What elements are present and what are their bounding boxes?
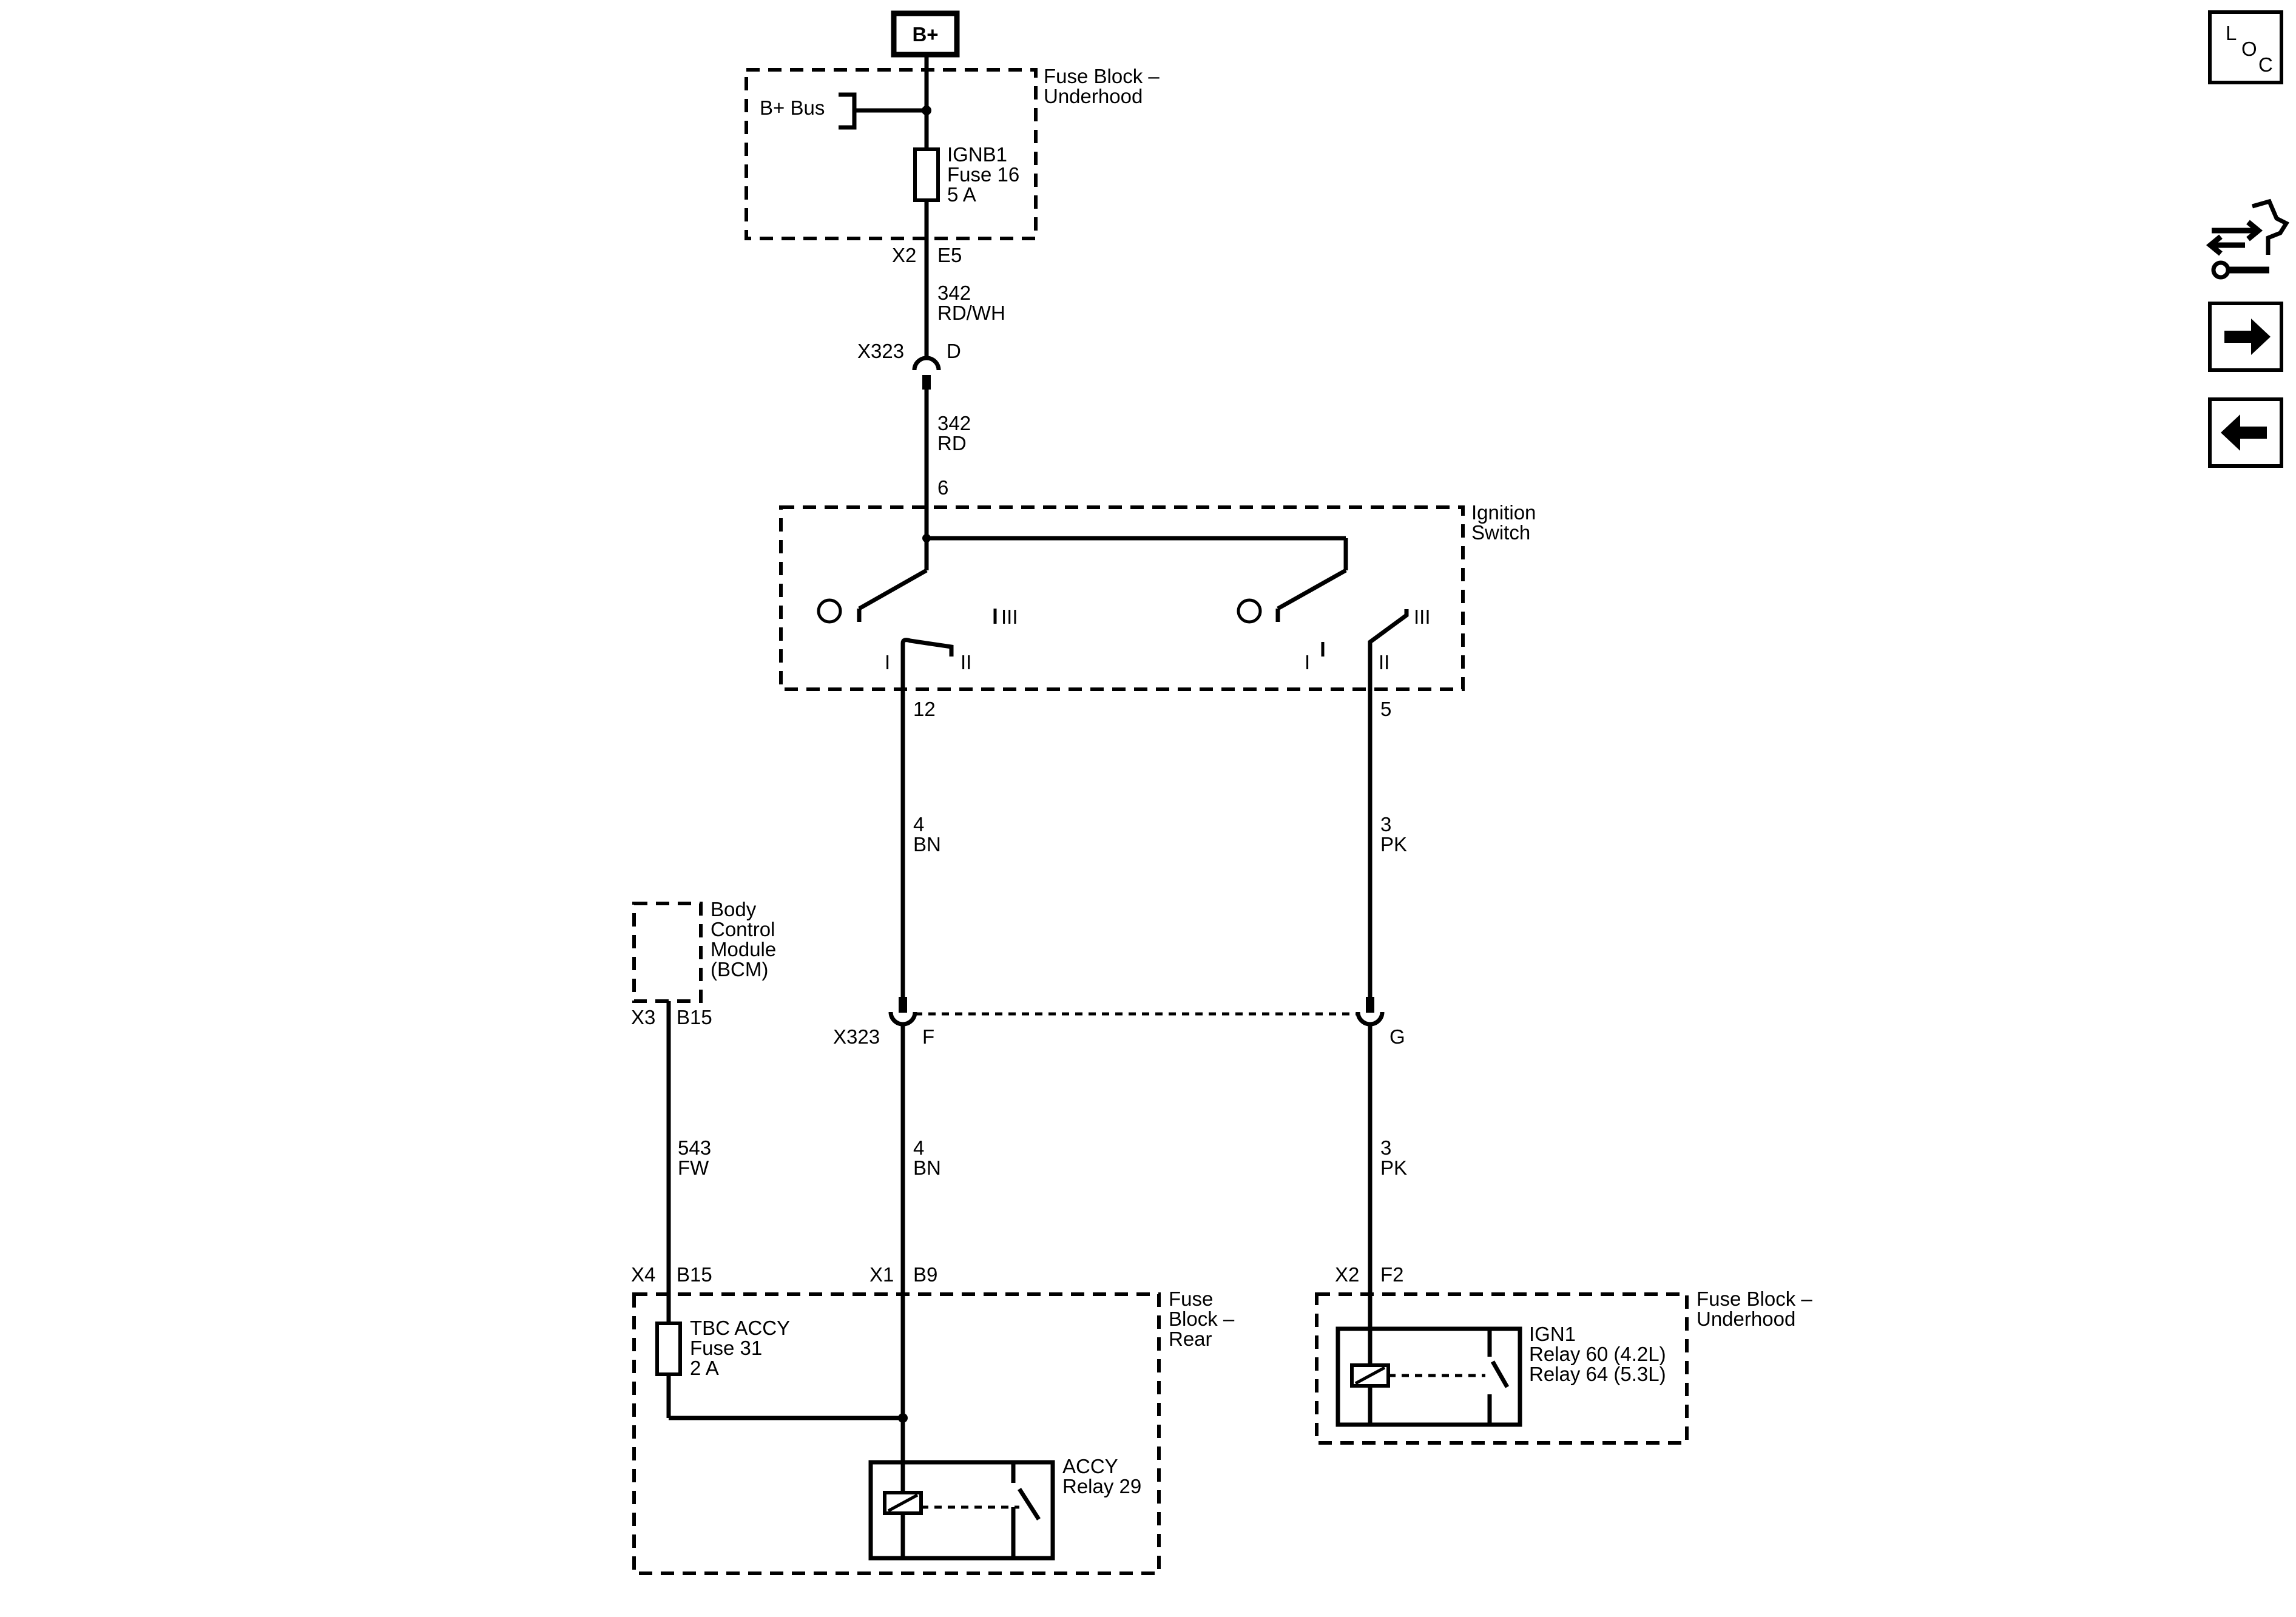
ignition-switch: Ignition Switch III I II I III II	[779, 501, 1536, 691]
wire-4-bn-lower-color: BN	[913, 1156, 941, 1179]
wire-342-rd-color: RD	[937, 432, 967, 454]
body-control-module: Body Control Module (BCM) X3 B15	[631, 898, 776, 1028]
ign1-relay: IGN1 Relay 60 (4.2L) Relay 64 (5.3L)	[1335, 1323, 1666, 1427]
ign1-relay-contact	[1490, 1360, 1510, 1388]
fuse-block-underhood-bottom-connector-x2: X2	[1335, 1263, 1359, 1286]
wire-3-pk-upper-circuit: 3	[1380, 813, 1391, 836]
fuse-block-rear-title-2: Block –	[1169, 1308, 1235, 1330]
bcm-label-4: (BCM)	[711, 958, 768, 981]
wire-342-rdwh-color: RD/WH	[937, 302, 1005, 324]
wire-342-rdwh-circuit: 342	[937, 282, 971, 304]
fuse-block-rear-title-1: Fuse	[1169, 1288, 1213, 1310]
battery-positive-source: B+	[891, 10, 960, 58]
left-pos-III: III	[1001, 606, 1018, 628]
accy-relay-label-2: Relay 29	[1062, 1475, 1141, 1497]
right-off-contact	[1237, 598, 1262, 624]
bcm-label-2: Control	[711, 918, 775, 940]
fuse-31-symbol	[655, 1322, 682, 1376]
left-switch-blade	[858, 568, 928, 611]
fuse-block-rear-connector-x1: X1	[869, 1263, 894, 1286]
left-pos-I: I	[885, 651, 890, 673]
fuse-block-rear-title-3: Rear	[1169, 1328, 1212, 1350]
inline-connector-x323-bottom: X323 F G	[833, 997, 1405, 1048]
fuse-16-number: Fuse 16	[947, 163, 1019, 186]
splice-dot-bus	[922, 106, 931, 115]
bcm-connector-x3: X3	[631, 1006, 655, 1028]
bplus-bus-bracket	[839, 92, 857, 130]
connector-x2-label: X2	[892, 244, 916, 266]
fuse-block-rear-pin-b15: B15	[677, 1263, 712, 1286]
fuse-16-symbol	[913, 147, 940, 202]
fuse-block-rear-pin-b9: B9	[913, 1263, 937, 1286]
ign1-relay-label-3: Relay 64 (5.3L)	[1529, 1363, 1666, 1385]
bcm-pin-b15: B15	[677, 1006, 712, 1028]
inline-connector-x323-top: X323 D	[857, 340, 961, 390]
left-acc-contact	[900, 638, 954, 661]
fuse-16-rating: 5 A	[947, 183, 976, 206]
arrow-left-icon	[2221, 414, 2267, 451]
ignition-switch-title-1: Ignition	[1471, 501, 1536, 524]
ign1-relay-label-1: IGN1	[1529, 1323, 1576, 1345]
right-switch-blade	[1277, 568, 1347, 611]
wire-3-pk-upper-color: PK	[1380, 833, 1407, 856]
fuse-block-underhood-bottom-title-2: Underhood	[1697, 1308, 1795, 1330]
wire-543-fw-circuit: 543	[678, 1136, 711, 1159]
battery-positive-label: B+	[912, 23, 938, 46]
connector-e5-label: E5	[937, 244, 962, 266]
ignition-out-pin-12: 12	[913, 698, 936, 720]
component-repair-icon[interactable]	[2206, 198, 2290, 280]
accy-relay-label-1: ACCY	[1062, 1455, 1118, 1477]
ignition-input-pin: 6	[937, 476, 948, 499]
x323-bottom-connector-label: X323	[833, 1025, 880, 1048]
left-pos-II: II	[961, 651, 971, 673]
right-pos-II: II	[1379, 651, 1389, 673]
accy-relay-contact	[1018, 1488, 1041, 1521]
splice-dot-rear	[898, 1413, 908, 1423]
accy-relay-29: ACCY Relay 29	[868, 1455, 1141, 1561]
fuse-16-name: IGNB1	[947, 143, 1007, 166]
fuse-block-underhood-bottom-pin-f2: F2	[1380, 1263, 1404, 1286]
loc-letter-l: L	[2226, 22, 2237, 44]
wire-4-bn-lower-circuit: 4	[913, 1136, 924, 1159]
fuse-block-underhood-bottom-title-1: Fuse Block –	[1697, 1288, 1812, 1310]
location-button[interactable]: L O C	[2208, 10, 2283, 84]
arrow-right-icon	[2224, 319, 2271, 355]
wire-4-bn-upper-circuit: 4	[913, 813, 924, 836]
right-pos-III: III	[1414, 606, 1431, 628]
fuse-31-name: TBC ACCY	[690, 1317, 790, 1339]
wire-342-rd-circuit: 342	[937, 412, 971, 434]
fuse-block-underhood-top-title-1: Fuse Block –	[1044, 65, 1160, 87]
right-pos-I: I	[1305, 651, 1310, 673]
wire-3-pk-lower-color: PK	[1380, 1156, 1407, 1179]
left-off-contact	[817, 598, 842, 624]
fuse-block-underhood-bottom: Fuse Block – Underhood X2 F2 IGN1 Relay …	[1315, 1263, 1812, 1445]
x323-top-pin-label: D	[947, 340, 961, 362]
bcm-label-3: Module	[711, 938, 776, 960]
next-page-button[interactable]	[2208, 302, 2283, 372]
previous-page-button[interactable]	[2208, 397, 2283, 468]
fuse-block-underhood-top: Fuse Block – Underhood B+ Bus IGNB1 Fuse…	[745, 65, 1160, 266]
right-run-contact	[1368, 609, 1409, 673]
x323-bottom-pin-f: F	[922, 1025, 934, 1048]
bcm-label-1: Body	[711, 898, 757, 920]
fuse-31-rating: 2 A	[690, 1357, 719, 1379]
fuse-block-rear-connector-x4: X4	[631, 1263, 655, 1286]
wire-3-pk-lower-circuit: 3	[1380, 1136, 1391, 1159]
x323-bottom-pin-g: G	[1389, 1025, 1405, 1048]
bplus-bus-label: B+ Bus	[760, 96, 825, 119]
ignition-switch-title-2: Switch	[1471, 521, 1530, 544]
fuse-31-number: Fuse 31	[690, 1337, 762, 1359]
loc-letter-o: O	[2241, 38, 2257, 60]
ign1-relay-label-2: Relay 60 (4.2L)	[1529, 1343, 1666, 1365]
loc-letter-c: C	[2258, 53, 2273, 76]
fuse-block-underhood-top-title-2: Underhood	[1044, 85, 1143, 107]
ignition-out-pin-5: 5	[1380, 698, 1391, 720]
x323-top-connector-label: X323	[857, 340, 904, 362]
wire-543-fw-color: FW	[678, 1156, 709, 1179]
wire-4-bn-upper-color: BN	[913, 833, 941, 856]
fuse-block-rear: Fuse Block – Rear X4 B15 X1 B9 TBC ACCY …	[631, 1263, 1235, 1575]
